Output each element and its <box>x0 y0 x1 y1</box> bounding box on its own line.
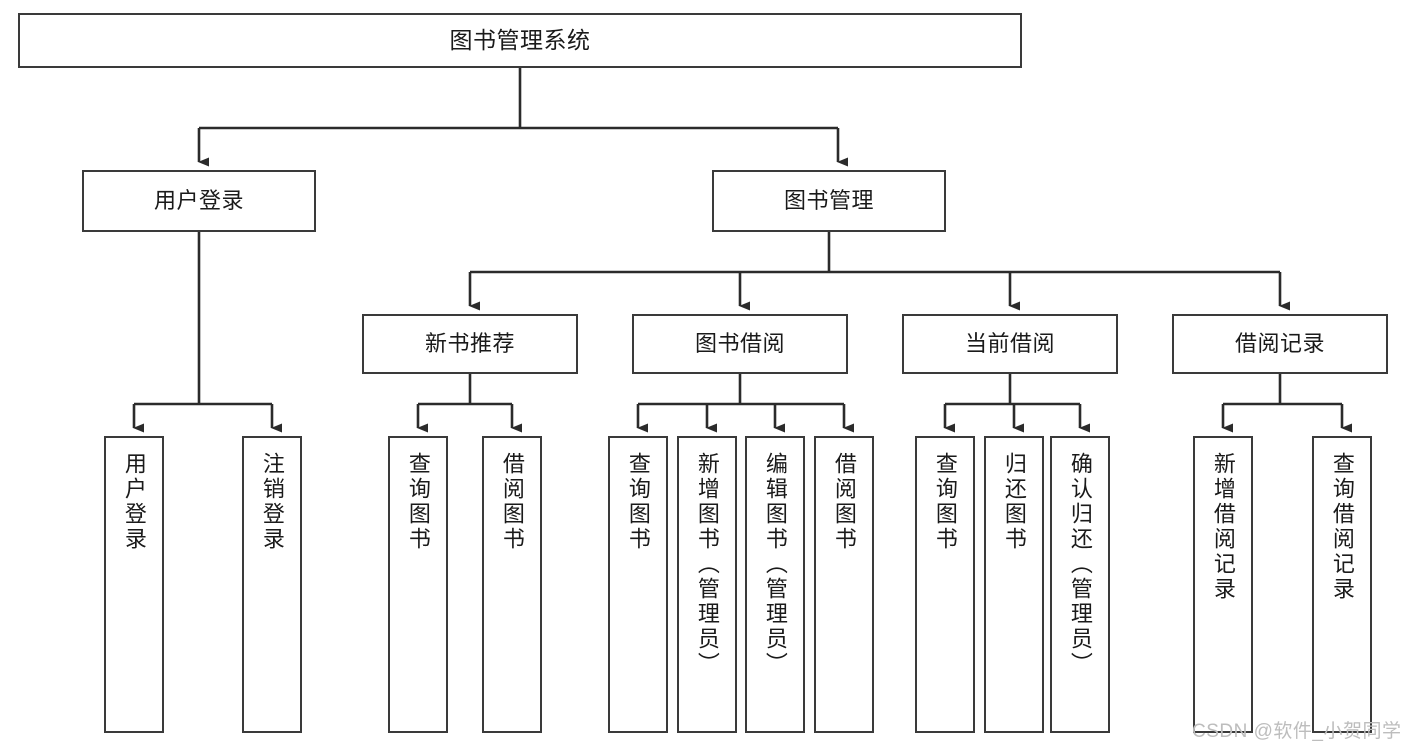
csdn-watermark: CSDN @软件_小贺同学 <box>1192 721 1402 742</box>
leaf-current-confirm-return-admin[interactable]: 确认归还（管理员） <box>1050 436 1110 733</box>
leaf-current-query-book[interactable]: 查询图书 <box>915 436 975 733</box>
node-root-book-management-system[interactable]: 图书管理系统 <box>18 13 1022 68</box>
node-label: 借阅图书 <box>499 452 525 552</box>
leaf-borrow-edit-book-admin[interactable]: 编辑图书（管理员） <box>745 436 805 733</box>
node-current-borrowing[interactable]: 当前借阅 <box>902 314 1118 374</box>
node-book-borrowing[interactable]: 图书借阅 <box>632 314 848 374</box>
node-book-management[interactable]: 图书管理 <box>712 170 946 232</box>
node-user-login[interactable]: 用户登录 <box>82 170 316 232</box>
leaf-new-book-query-book[interactable]: 查询图书 <box>388 436 448 733</box>
node-label: 新增图书（管理员） <box>694 452 720 677</box>
node-label: 查询图书 <box>625 452 651 552</box>
node-label: 图书管理系统 <box>449 26 591 53</box>
node-label: 当前借阅 <box>964 331 1055 357</box>
node-label: 用户登录 <box>153 188 244 214</box>
node-label: 新增借阅记录 <box>1210 452 1236 602</box>
leaf-new-book-borrow-book[interactable]: 借阅图书 <box>482 436 542 733</box>
node-label: 新书推荐 <box>424 331 515 357</box>
node-label: 借阅记录 <box>1234 331 1325 357</box>
node-label: 查询图书 <box>932 452 958 552</box>
node-new-book-recommendation[interactable]: 新书推荐 <box>362 314 578 374</box>
node-label: 查询借阅记录 <box>1329 452 1355 602</box>
node-label: 查询图书 <box>405 452 431 552</box>
node-label: 编辑图书（管理员） <box>762 452 788 677</box>
node-label: 用户登录 <box>121 452 147 552</box>
leaf-borrow-borrow-book[interactable]: 借阅图书 <box>814 436 874 733</box>
node-label: 图书借阅 <box>694 331 785 357</box>
leaf-logout[interactable]: 注销登录 <box>242 436 302 733</box>
node-label: 图书管理 <box>783 188 874 214</box>
node-label: 借阅图书 <box>831 452 857 552</box>
node-label: 注销登录 <box>259 452 285 552</box>
leaf-current-return-book[interactable]: 归还图书 <box>984 436 1044 733</box>
leaf-record-add-borrow-record[interactable]: 新增借阅记录 <box>1193 436 1253 733</box>
node-label: 归还图书 <box>1001 452 1027 552</box>
node-borrow-records[interactable]: 借阅记录 <box>1172 314 1388 374</box>
leaf-user-login[interactable]: 用户登录 <box>104 436 164 733</box>
leaf-borrow-query-book[interactable]: 查询图书 <box>608 436 668 733</box>
leaf-record-query-borrow-record[interactable]: 查询借阅记录 <box>1312 436 1372 733</box>
leaf-borrow-add-book-admin[interactable]: 新增图书（管理员） <box>677 436 737 733</box>
node-label: 确认归还（管理员） <box>1067 452 1093 677</box>
